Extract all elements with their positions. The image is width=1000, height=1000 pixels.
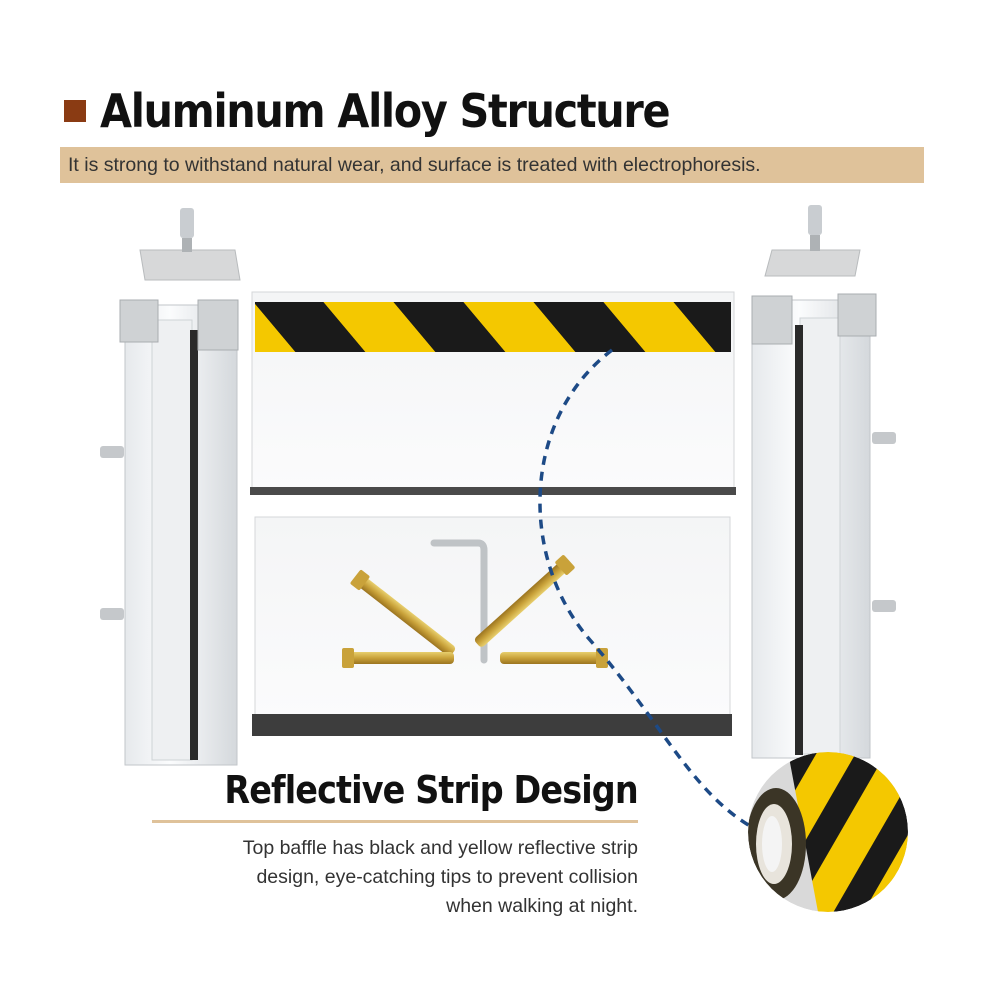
feature-divider (152, 820, 638, 823)
reflective-tape-roll (748, 752, 908, 912)
page-title: Aluminum Alloy Structure (100, 84, 671, 138)
subtitle-text: It is strong to withstand natural wear, … (68, 154, 761, 176)
right-post (751, 293, 896, 759)
left-post (100, 299, 239, 766)
feature-title: Reflective Strip Design (224, 768, 639, 812)
feature-description: Top baffle has black and yellow reflecti… (118, 834, 638, 921)
hex-key-icon (430, 539, 488, 664)
feature-desc-line: design, eye-catching tips to prevent col… (256, 866, 638, 888)
subtitle-bar (60, 147, 924, 183)
feature-desc-line: Top baffle has black and yellow reflecti… (242, 837, 638, 859)
reflective-strip (255, 302, 731, 352)
right-post-cap (764, 205, 861, 277)
title-row: Aluminum Alloy Structure (64, 82, 732, 140)
feature-desc-line: when walking at night. (446, 895, 638, 917)
title-bullet-square (64, 100, 86, 122)
top-baffle-panel (250, 291, 736, 495)
left-post-cap (139, 208, 241, 281)
product-illustration (100, 205, 896, 766)
